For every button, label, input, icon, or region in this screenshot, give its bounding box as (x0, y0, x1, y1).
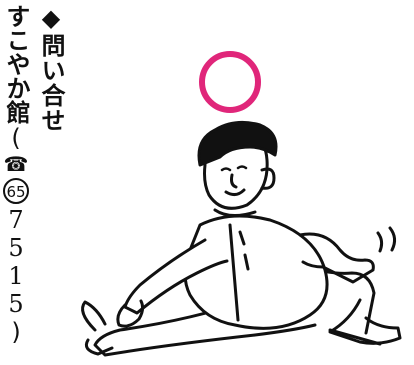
stretching-man-illustration (81, 51, 402, 357)
tel-open-paren: ( (2, 124, 30, 152)
venue-name: すこやか館 (2, 4, 30, 124)
area-code-badge: 65 (3, 178, 29, 204)
telephone-icon: ☎ (4, 152, 28, 176)
phone-number: 7515 (2, 206, 30, 318)
contact-info: すこやか館(☎657515) (2, 4, 30, 346)
tel-close-paren: ) (2, 318, 30, 346)
inquiry-heading: ◆問い合せ (37, 4, 65, 133)
correct-circle-icon (199, 51, 261, 113)
